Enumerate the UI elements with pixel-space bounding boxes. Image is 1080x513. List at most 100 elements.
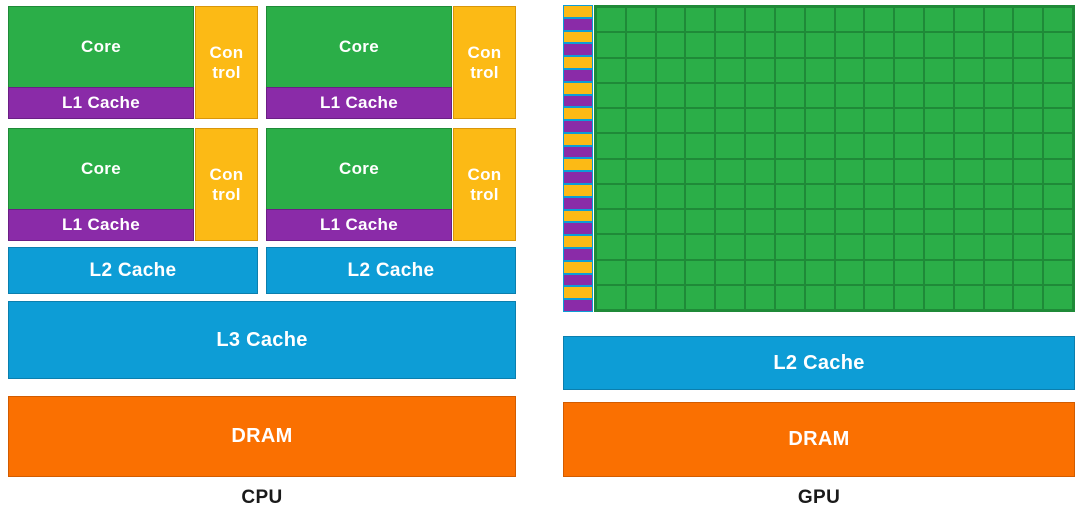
gpu-core-cell	[865, 83, 894, 107]
gpu-core-cell	[716, 134, 745, 158]
gpu-strip-row	[563, 81, 593, 108]
cpu-control-3: Con trol	[195, 128, 258, 241]
gpu-core-cell	[954, 33, 983, 57]
cpu-core-label-4: Core	[266, 128, 452, 210]
gpu-l1-cache-block	[563, 222, 593, 236]
cpu-core-unit-1: Core L1 Cache Con trol	[8, 6, 258, 119]
gpu-core-cell	[716, 33, 745, 57]
gpu-core-cell	[746, 260, 774, 284]
gpu-core-cell	[686, 159, 715, 183]
cpu-l2-cache-left: L2 Cache	[8, 247, 258, 294]
gpu-core-cell	[597, 184, 625, 208]
gpu-core-cell	[1014, 109, 1043, 133]
gpu-core-cell	[716, 159, 745, 183]
gpu-core-cell	[597, 58, 625, 82]
gpu-l1-cache-block	[563, 273, 593, 287]
gpu-core-cell	[895, 260, 923, 284]
gpu-core-cell	[597, 83, 625, 107]
gpu-core-cell	[746, 83, 774, 107]
gpu-core-cell	[1014, 159, 1043, 183]
gpu-core-cell	[656, 260, 685, 284]
gpu-core-cell	[954, 260, 983, 284]
gpu-strip-row	[563, 107, 593, 133]
gpu-l1-cache-block	[563, 17, 593, 31]
gpu-core-cell	[924, 235, 953, 259]
gpu-core-cell	[656, 8, 685, 32]
cpu-l1-cache-2: L1 Cache	[266, 87, 452, 119]
gpu-l1-cache-block	[563, 145, 593, 159]
gpu-core-cell	[984, 235, 1013, 259]
gpu-core-cell	[597, 260, 625, 284]
gpu-core-cell	[924, 159, 953, 183]
gpu-core-cell	[954, 134, 983, 158]
gpu-core-cell	[626, 134, 655, 158]
gpu-core-cell	[835, 184, 864, 208]
gpu-core-cell	[954, 159, 983, 183]
gpu-core-cell	[865, 58, 894, 82]
cpu-dram: DRAM	[8, 396, 516, 477]
gpu-core-cell	[865, 159, 894, 183]
gpu-core-cell	[1044, 58, 1072, 82]
gpu-core-cell	[805, 184, 834, 208]
gpu-core-cell	[1044, 33, 1072, 57]
gpu-core-cell	[1044, 134, 1072, 158]
gpu-l1-cache-block	[563, 120, 593, 133]
gpu-core-cell	[1014, 235, 1043, 259]
gpu-core-cell	[805, 260, 834, 284]
gpu-core-cell	[895, 58, 923, 82]
gpu-core-cell	[895, 134, 923, 158]
gpu-l2-cache: L2 Cache	[563, 336, 1075, 390]
gpu-core-cell	[865, 260, 894, 284]
cpu-control-1: Con trol	[195, 6, 258, 119]
gpu-core-cell	[626, 109, 655, 133]
gpu-core-cell	[746, 159, 774, 183]
gpu-core-cell	[775, 33, 804, 57]
gpu-core-cell	[895, 235, 923, 259]
gpu-core-cell	[984, 184, 1013, 208]
gpu-dram: DRAM	[563, 402, 1075, 477]
cpu-l2-cache-right: L2 Cache	[266, 247, 516, 294]
gpu-core-cell	[597, 134, 625, 158]
gpu-core-cell	[716, 8, 745, 32]
gpu-core-cell	[865, 8, 894, 32]
gpu-control-block	[563, 107, 593, 121]
gpu-core-cell	[984, 260, 1013, 284]
gpu-core-cell	[597, 159, 625, 183]
gpu-core-cell	[626, 58, 655, 82]
gpu-core-cell	[805, 285, 834, 309]
gpu-core-cell	[835, 33, 864, 57]
gpu-core-cell	[626, 285, 655, 309]
gpu-core-cell	[924, 285, 953, 309]
gpu-core-cell	[895, 184, 923, 208]
gpu-core-cell	[1014, 184, 1043, 208]
gpu-core-cell	[984, 159, 1013, 183]
gpu-core-cell	[656, 109, 685, 133]
gpu-core-cell	[1044, 83, 1072, 107]
gpu-core-cell	[746, 285, 774, 309]
gpu-core-cell	[805, 109, 834, 133]
gpu-control-block	[563, 5, 593, 18]
cpu-l1-cache-3: L1 Cache	[8, 209, 194, 241]
gpu-core-cell	[984, 134, 1013, 158]
gpu-core-cell	[835, 235, 864, 259]
gpu-core-cell	[656, 184, 685, 208]
gpu-control-block	[563, 158, 593, 172]
gpu-core-cell	[1014, 8, 1043, 32]
gpu-core-cell	[954, 285, 983, 309]
gpu-l1-cache-block	[563, 299, 593, 312]
gpu-core-cell	[924, 33, 953, 57]
cpu-l1-cache-1: L1 Cache	[8, 87, 194, 119]
gpu-core-cell	[775, 260, 804, 284]
gpu-core-cell	[954, 83, 983, 107]
gpu-core-cell	[597, 210, 625, 234]
gpu-control-l1-strip	[563, 5, 593, 312]
gpu-core-cell	[656, 159, 685, 183]
gpu-core-cell	[686, 134, 715, 158]
gpu-core-cell	[1044, 235, 1072, 259]
gpu-core-cell	[1044, 260, 1072, 284]
cpu-panel-label: CPU	[241, 487, 283, 508]
gpu-core-cell	[686, 33, 715, 57]
gpu-core-cell	[656, 58, 685, 82]
gpu-core-cell	[626, 83, 655, 107]
gpu-core-cell	[775, 83, 804, 107]
